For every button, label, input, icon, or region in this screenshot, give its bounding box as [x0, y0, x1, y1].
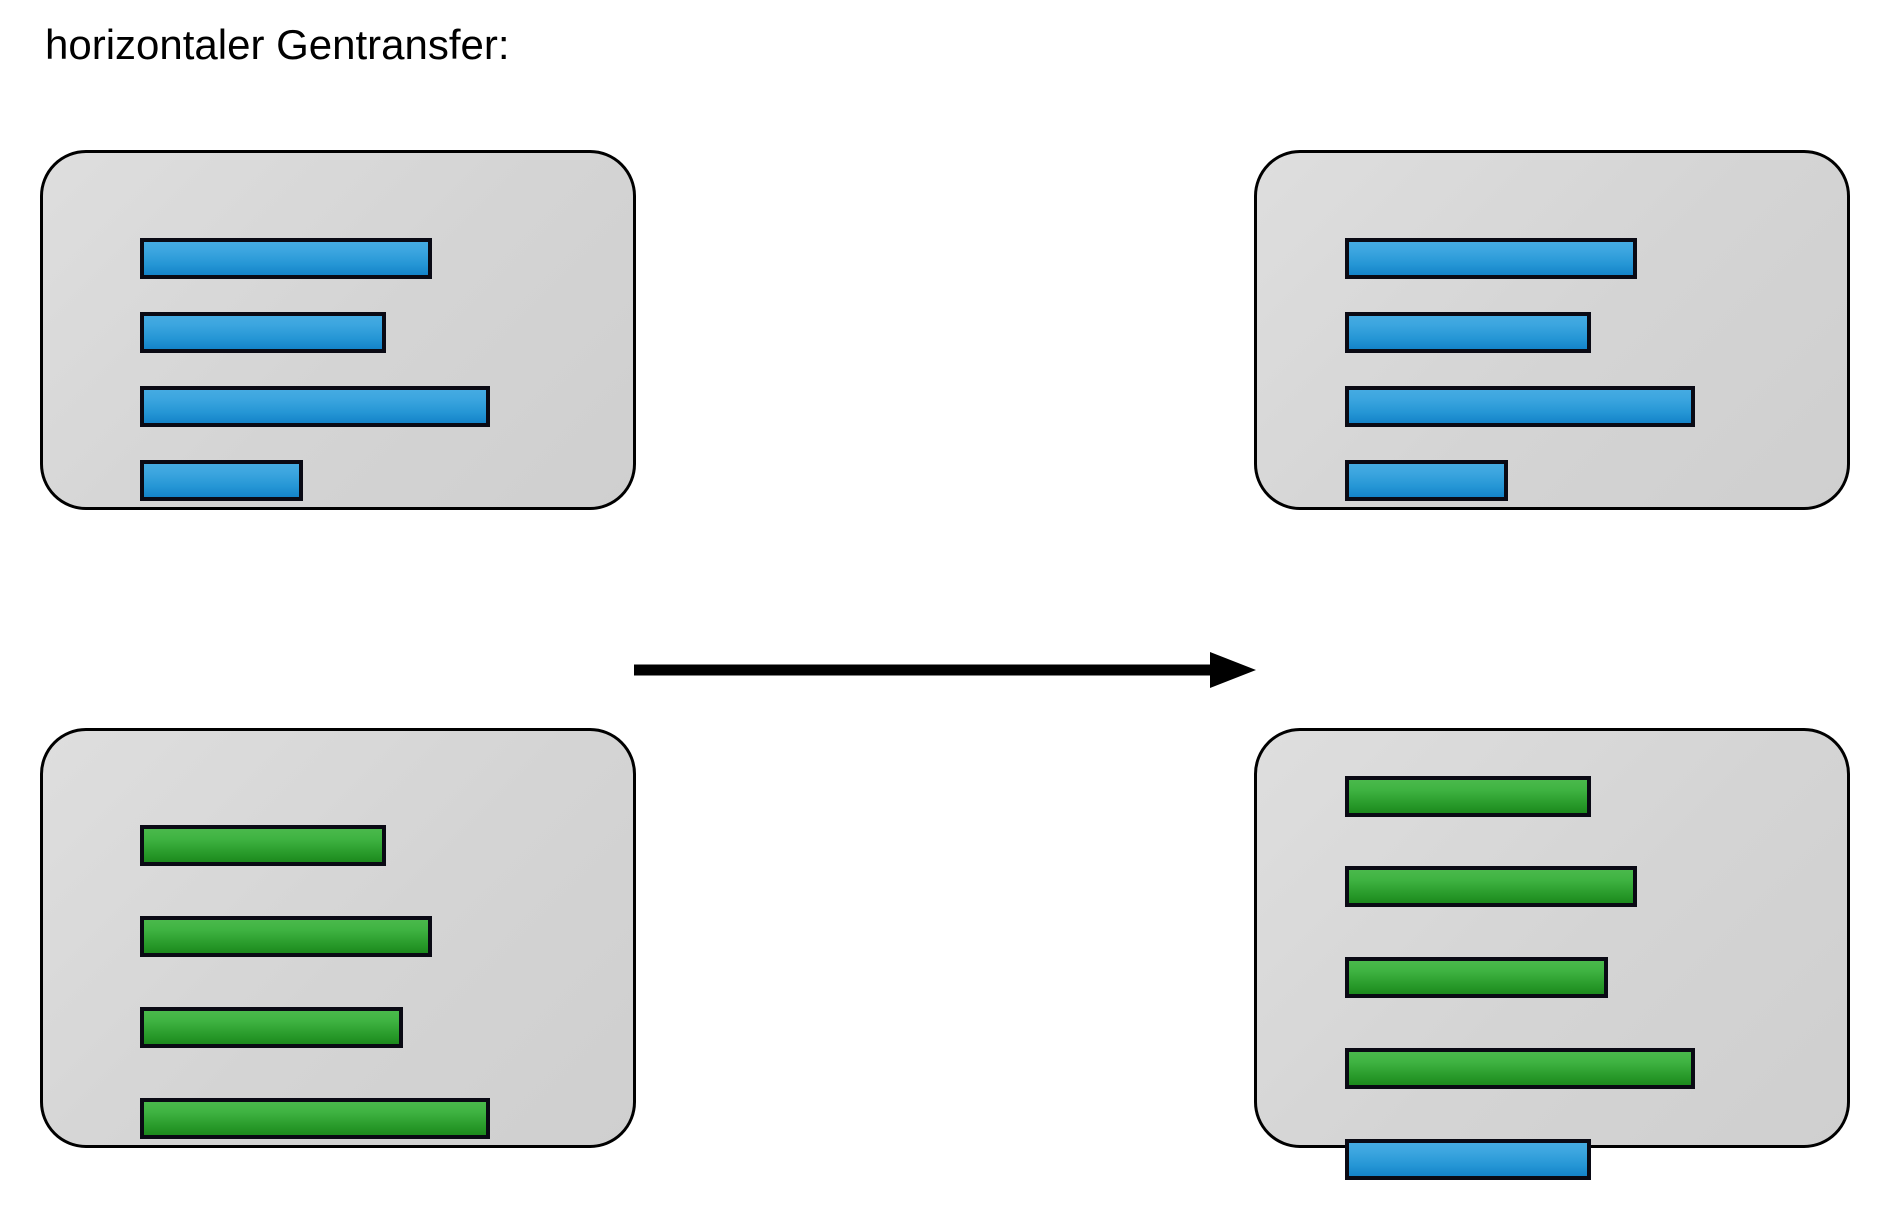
- transformed-cell-bottom-right-gene-green-2: [1345, 866, 1637, 907]
- transformed-cell-bottom-right-gene-green-4: [1345, 1048, 1695, 1089]
- recipient-cell-top-right-gene-blue-1: [1345, 238, 1637, 279]
- recipient-cell-bottom-left-gene-green-1: [140, 825, 386, 866]
- donor-cell-top-left-gene-blue-4: [140, 460, 303, 501]
- page-title: horizontaler Gentransfer:: [45, 21, 510, 68]
- recipient-cell-bottom-left-gene-green-3: [140, 1007, 403, 1048]
- recipient-cell-bottom-left-gene-green-2: [140, 916, 432, 957]
- transformed-cell-bottom-right-gene-green-1: [1345, 776, 1591, 817]
- recipient-cell-top-right: [1254, 150, 1850, 510]
- donor-cell-top-left-gene-blue-3: [140, 386, 490, 427]
- recipient-cell-top-right-gene-blue-2: [1345, 312, 1591, 353]
- recipient-cell-top-right-gene-blue-4: [1345, 460, 1508, 501]
- transformed-cell-bottom-right-gene-blue-transferred: [1345, 1139, 1591, 1180]
- recipient-cell-top-right-gene-blue-3: [1345, 386, 1695, 427]
- recipient-cell-bottom-left: [40, 728, 636, 1148]
- donor-cell-top-left-gene-blue-1: [140, 238, 432, 279]
- transformed-cell-bottom-right: [1254, 728, 1850, 1180]
- transformed-cell-bottom-right-gene-green-3: [1345, 957, 1608, 998]
- transfer-arrow-icon: [634, 652, 1256, 688]
- donor-cell-top-left-gene-blue-2: [140, 312, 386, 353]
- donor-cell-top-left: [40, 150, 636, 510]
- recipient-cell-bottom-left-gene-green-4: [140, 1098, 490, 1139]
